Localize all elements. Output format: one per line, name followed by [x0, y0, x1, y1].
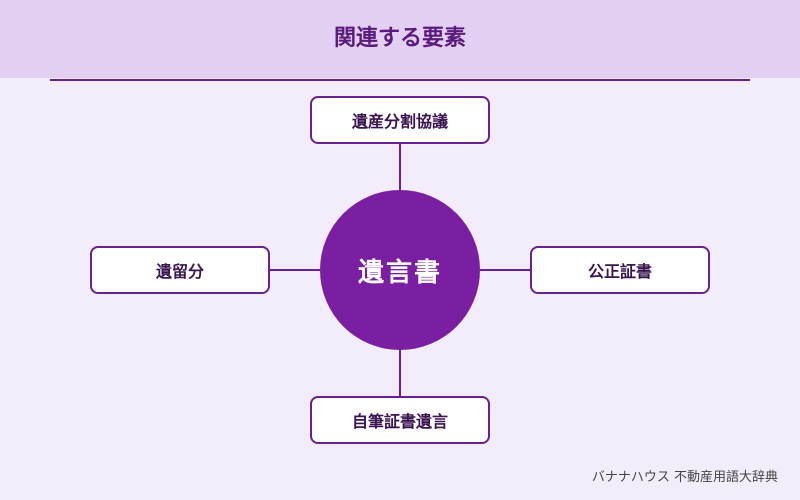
- node-left: 遺留分: [90, 246, 270, 294]
- header-band: [0, 0, 800, 78]
- node-right: 公正証書: [530, 246, 710, 294]
- node-top: 遺産分割協議: [310, 96, 490, 144]
- node-bottom: 自筆証書遺言: [310, 396, 490, 444]
- center-node: 遺言書: [320, 190, 480, 350]
- title-divider: [50, 79, 750, 81]
- page-title: 関連する要素: [333, 26, 466, 51]
- footer-credit: バナナハウス 不動産用語大辞典: [591, 470, 778, 485]
